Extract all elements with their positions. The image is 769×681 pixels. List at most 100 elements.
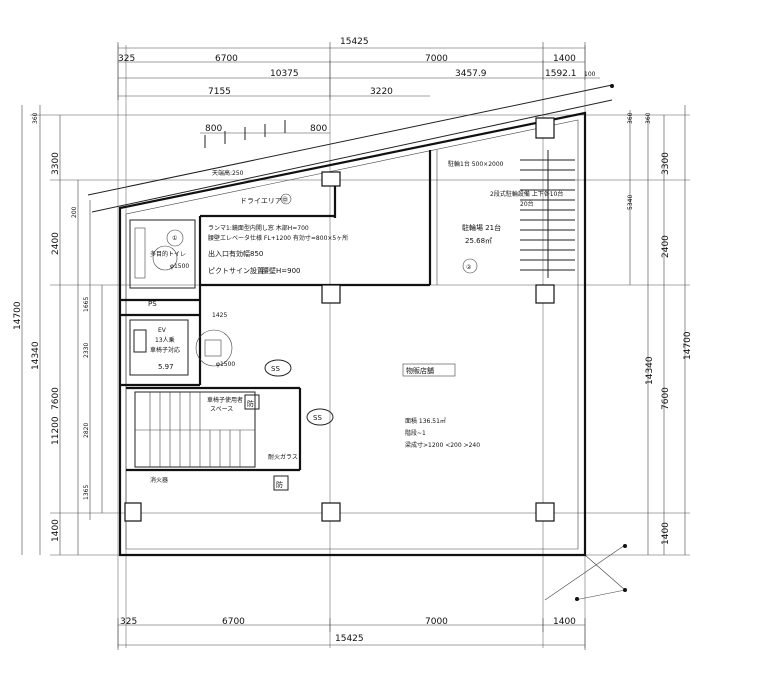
shop-label: 物販店舗 — [406, 366, 434, 375]
column — [321, 502, 341, 522]
entrance-note: 出入口有効幅850 — [208, 249, 263, 258]
dim-top-seg-4: 1400 — [553, 54, 576, 64]
column — [124, 502, 142, 522]
dim-top-3220: 3220 — [370, 87, 393, 97]
dry-area-mark: ㊥ — [282, 196, 288, 204]
dim-left-2330: 2330 — [83, 343, 90, 358]
toilet-diameter: φ1500 — [170, 263, 189, 270]
dim-top-800a: 800 — [205, 124, 222, 134]
dim-top-800b: 800 — [310, 124, 327, 134]
bottom-dimensions — [117, 618, 586, 650]
staircase — [134, 391, 256, 468]
slope-note: 天端高:250 — [212, 169, 244, 177]
dim-bottom-total: 15425 — [335, 634, 364, 644]
window-note-2: 腰壁エレベータ仕様 FL+1200 有効寸=800×5ヶ所 — [208, 234, 348, 242]
dim-left-14700: 14700 — [13, 301, 23, 330]
ev-area: 5.97 — [158, 363, 174, 371]
dim-top-seg-1: 325 — [118, 54, 135, 64]
dim-top-100: 100 — [584, 71, 596, 78]
bike-cap-top: 20台 — [520, 200, 534, 208]
stair-note-1: 車椅子使用者 — [207, 396, 243, 404]
ss-mark-2 — [306, 408, 334, 426]
dim-bottom-seg-1: 325 — [120, 617, 137, 627]
dim-right-14700: 14700 — [683, 331, 693, 360]
column — [321, 284, 341, 304]
bike-note-1: 駐輪1台 500×2000 — [448, 160, 504, 168]
dim-right-2400: 2400 — [661, 235, 671, 258]
site-boundary — [87, 84, 627, 601]
shop-beam: 梁成寸>1200 <200 >240 — [405, 441, 480, 449]
left-dimensions — [21, 105, 103, 555]
dim-left-200: 200 — [71, 206, 78, 218]
ss-label-2: SS — [313, 414, 322, 422]
pictsign-note: ピクトサイン設置 — [208, 266, 264, 275]
fire-mark-box-2 — [273, 475, 289, 491]
dim-top-1592: 1592.1 — [545, 69, 577, 79]
dim-bottom-seg-4: 1400 — [553, 617, 576, 627]
window-marks — [204, 120, 286, 148]
grid-lines — [30, 45, 690, 648]
dim-top-seg-2: 6700 — [215, 54, 238, 64]
dim-left-1665: 1665 — [83, 297, 90, 312]
bike-note-2: 2段式駐輪設備 上下各10台 — [490, 190, 563, 198]
window-note-1: ランマ1:鏡面型内開し窓 木部H=700 — [208, 224, 309, 232]
dim-left-7600: 7600 — [51, 387, 61, 410]
area-circle-bike — [462, 258, 478, 274]
ss-mark-1 — [264, 359, 292, 377]
toilet-room — [129, 219, 196, 289]
shop-area: 面積 136.51㎡ — [405, 417, 446, 425]
column — [535, 284, 555, 304]
ev-capacity: 13人乗 — [155, 337, 175, 344]
dry-area-label: ドライエリア — [240, 197, 282, 205]
toilet-circle-num: ① — [172, 235, 177, 242]
dim-top-7155: 7155 — [208, 87, 231, 97]
ev-label: EV — [158, 327, 167, 334]
dim-right-5340: 5340 — [627, 195, 634, 210]
extinguisher-note: 消火器 — [150, 476, 168, 484]
column — [321, 171, 341, 187]
stair-note-2: スペース — [210, 406, 233, 413]
fire-mark-1: 防 — [247, 399, 254, 408]
dim-1425: 1425 — [212, 312, 227, 319]
dim-left-1400: 1400 — [51, 519, 61, 542]
bike-area: 25.68㎡ — [465, 237, 492, 245]
ss-label-1: SS — [271, 365, 280, 373]
shop-stairs: 階段~1 — [405, 429, 426, 437]
bike-area-num: ② — [466, 264, 472, 271]
bike-racks — [520, 150, 575, 278]
dim-top-total: 15425 — [340, 37, 369, 47]
area-circle-dry — [280, 193, 292, 205]
columns — [124, 117, 555, 522]
dim-right-7600: 7600 — [661, 387, 671, 410]
dim-right-360a: 360 — [627, 112, 634, 124]
dim-left-3300: 3300 — [51, 152, 61, 175]
ps-label: PS — [148, 300, 157, 308]
glass-note: 耐火ガラス — [268, 453, 298, 461]
right-dimensions — [629, 105, 686, 555]
dim-bottom-seg-3: 7000 — [425, 617, 448, 627]
ev-diameter: φ1500 — [216, 361, 235, 368]
dim-left-2400: 2400 — [51, 232, 61, 255]
dim-top-3457: 3457.9 — [455, 69, 487, 79]
dim-top-seg-3: 7000 — [425, 54, 448, 64]
fire-mark-2: 防 — [276, 480, 283, 489]
dim-left-1365: 1365 — [83, 485, 90, 500]
column — [535, 117, 555, 139]
fire-mark-box-1 — [244, 394, 260, 410]
dim-right-14340: 14340 — [645, 356, 655, 385]
ev-sub: 車椅子対応 — [150, 346, 180, 354]
shop-label-box — [402, 363, 456, 377]
bike-count: 駐輪場 21台 — [462, 223, 501, 232]
dim-right-1400: 1400 — [661, 522, 671, 545]
dim-bottom-seg-2: 6700 — [222, 617, 245, 627]
handrail-note: 腰壁H=900 — [262, 266, 301, 275]
dim-left-360: 360 — [32, 112, 39, 124]
column — [535, 502, 555, 522]
dim-left-14340: 14340 — [31, 341, 41, 370]
top-dimensions — [117, 42, 600, 134]
toilet-label: 多目的トイレ — [150, 250, 186, 258]
dim-right-3300: 3300 — [661, 152, 671, 175]
building-walls — [118, 111, 587, 557]
dim-left-2820: 2820 — [83, 423, 90, 438]
elevator — [129, 319, 233, 376]
